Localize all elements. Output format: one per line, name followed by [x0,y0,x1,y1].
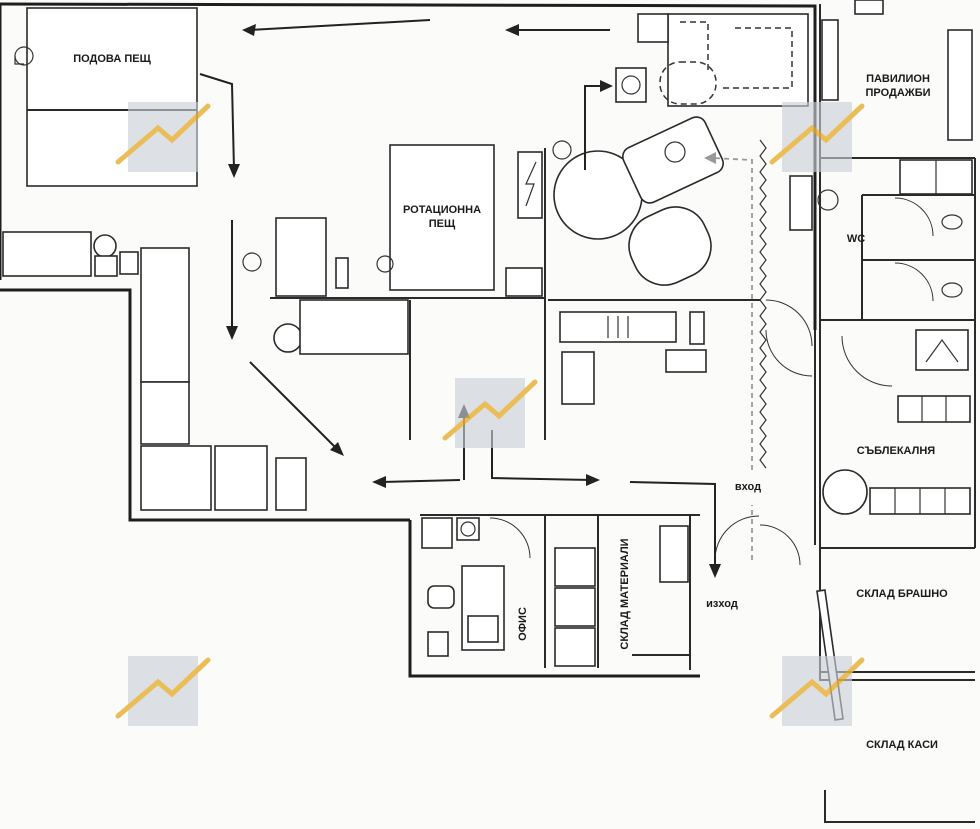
office-label: ОФИС [517,607,529,641]
changing-room-label: СЪБЛЕКАЛНЯ [857,445,936,457]
rotary-oven: РОТАЦИОННА ПЕЩ [376,144,495,291]
equipment-center [505,116,724,405]
watermark-logo [769,656,865,726]
rotary-oven-label-line1: РОТАЦИОННА [403,204,481,216]
watermark-logo [442,378,538,448]
watermark-logo [115,656,211,726]
wc-label: WC [847,233,865,245]
watermarks [115,102,865,726]
rotary-oven-label-line2: ПЕЩ [429,218,456,230]
zigzag-partition [759,139,767,469]
materials-storage-label: СКЛАД МАТЕРИАЛИ [619,538,631,649]
watermark-logo [115,102,211,172]
sales-pavilion-label-line1: ПАВИЛИОН [866,73,930,85]
changing-room: СЪБЛЕКАЛНЯ [822,329,971,515]
crates-storage: СКЛАД КАСИ [866,739,938,751]
exit-label: изход [706,598,738,610]
dough-divider-machine [615,13,809,107]
wc-block: WC [789,159,973,302]
sales-pavilion: ПАВИЛИОН ПРОДАЖБИ [821,0,973,141]
office: ОФИС [421,517,531,657]
crates-storage-label: СКЛАД КАСИ [866,739,938,751]
materials-storage: СКЛАД МАТЕРИАЛИ [554,525,689,667]
flour-storage-label: СКЛАД БРАШНО [856,588,948,600]
deck-oven-label: ПОДОВА ПЕЩ [73,53,151,65]
watermark-logo [769,102,865,172]
sales-pavilion-label-line2: ПРОДАЖБИ [865,87,930,99]
entrance-label: вход [735,481,761,493]
equipment-left [2,217,409,511]
doors [714,299,813,566]
